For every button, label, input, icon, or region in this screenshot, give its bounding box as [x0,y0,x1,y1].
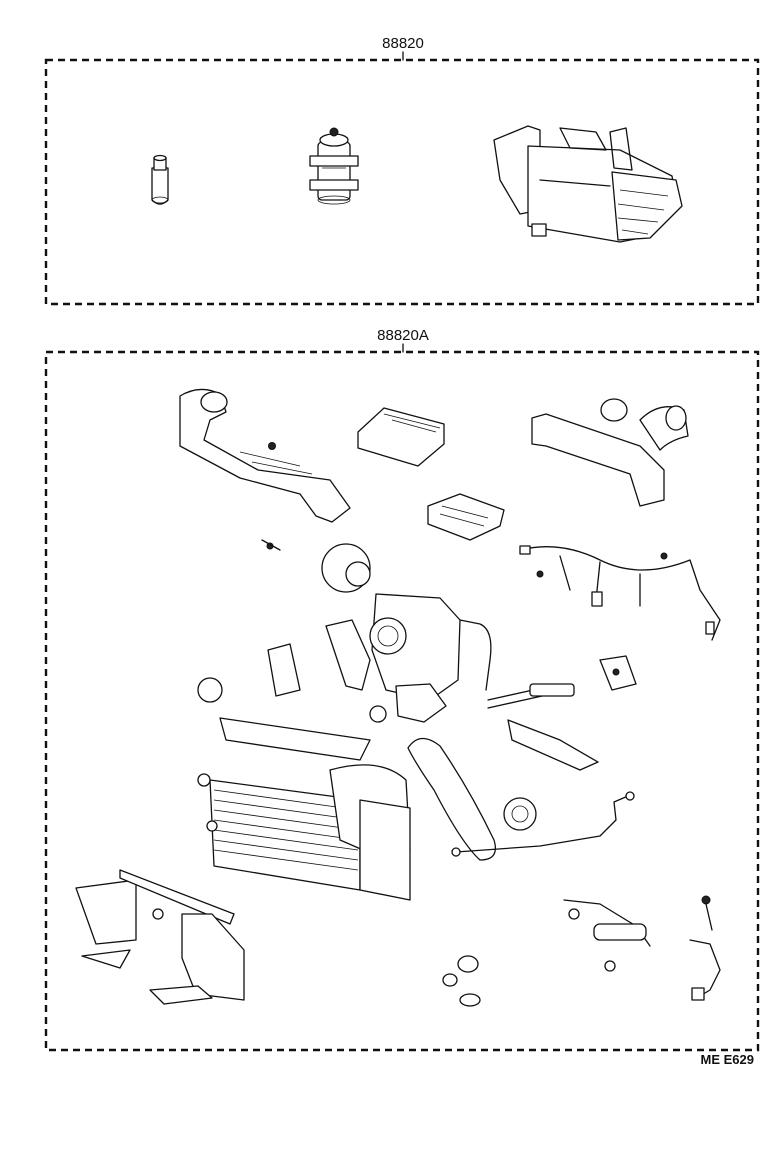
kit-88820-group: 88820 [44,35,760,306]
drive-belt-part [407,737,497,861]
lower-bracket-part [75,869,245,1005]
idler-bracket-part [197,643,387,723]
condenser-part [197,717,411,901]
crank-pulley-part [503,797,537,831]
wiring-harness-part [519,545,721,641]
kit-88820A-group: 88820A [44,327,760,1067]
cooling-unit-housing-part [493,125,683,243]
kit-88820A-label: 88820A [377,327,429,344]
liquid-line-part [563,895,721,1001]
compressor-part [369,593,492,701]
right-air-duct-part [531,398,689,507]
kit-88820-boundary [44,58,760,306]
relay-part [599,655,637,691]
center-duct-adapter-part [357,407,445,467]
kit-88820-label: 88820 [382,35,424,52]
suction-hose-part [487,683,599,771]
compressor-clutch-part [261,539,371,593]
expansion-valve-part [309,127,359,205]
vent-register-part [427,493,505,541]
grommet-parts [442,955,481,1007]
left-air-duct-part [179,388,351,523]
compressor-bracket-part [325,619,447,723]
receiver-drier-part [151,154,169,205]
discharge-line-part [451,791,635,857]
kit-88820A-boundary [44,350,760,1052]
figure-code: ME E629 [701,1052,754,1067]
